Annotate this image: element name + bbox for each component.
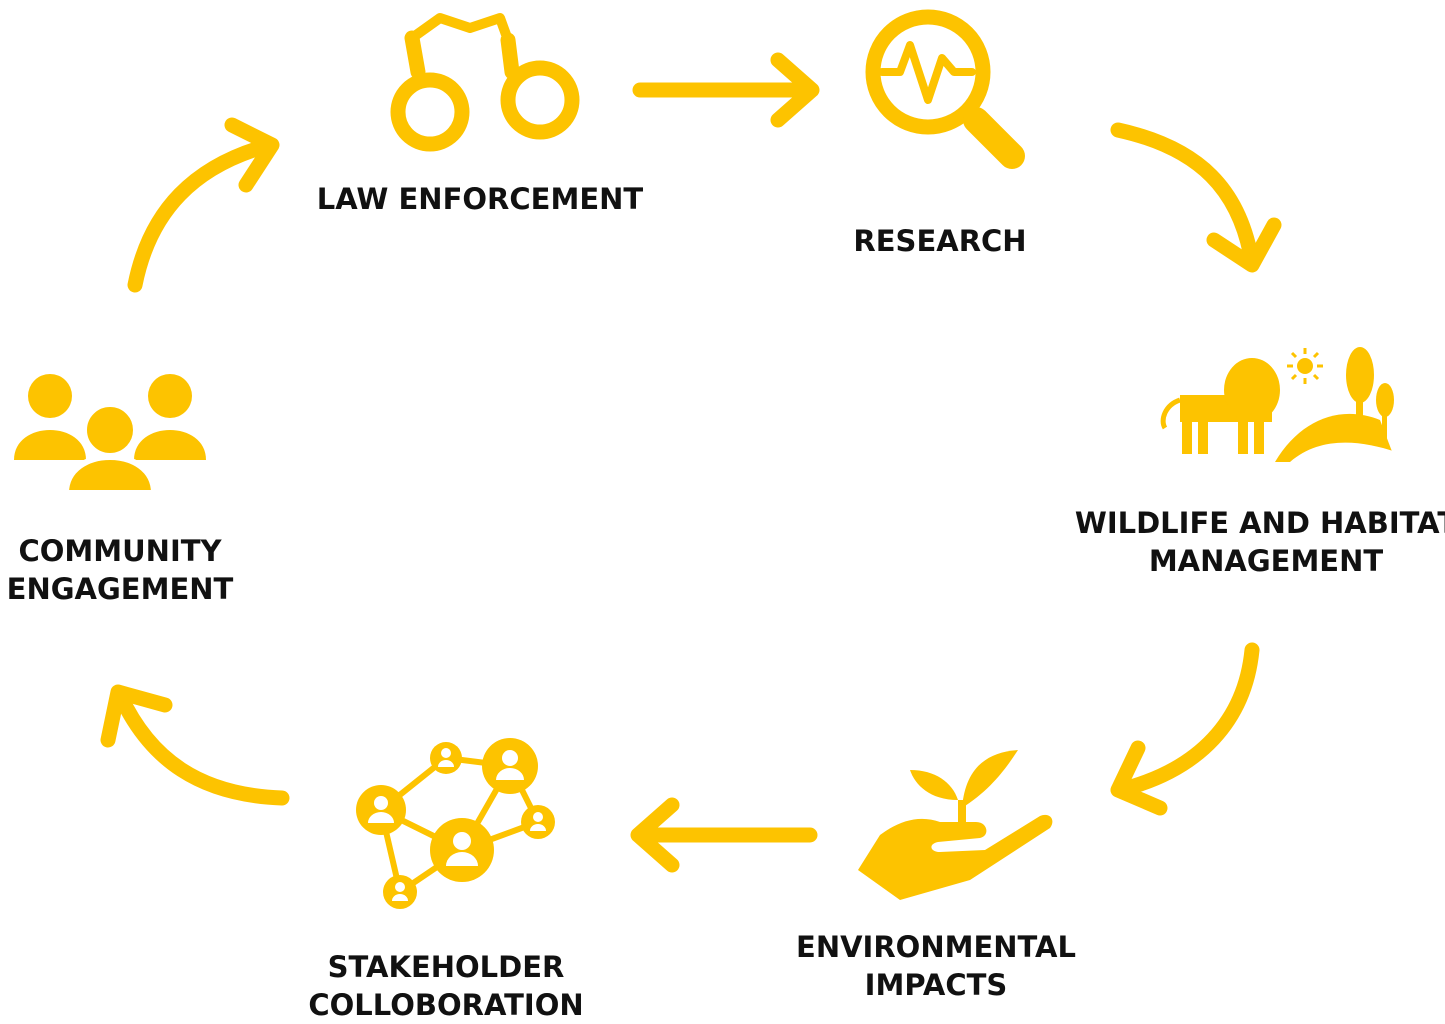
label-line: ENGAGEMENT	[6, 572, 234, 606]
label-line: MANAGEMENT	[1148, 544, 1384, 578]
arrow-environment-to-stakeholder	[630, 797, 818, 873]
network-people-icon	[356, 738, 555, 909]
label-line: RESEARCH	[853, 224, 1027, 258]
stage-label-wildlife-habitat: WILDLIFE AND HABITAT MANAGEMENT	[1075, 504, 1445, 580]
label-line: ENVIRONMENTAL	[796, 930, 1076, 964]
label-line: WILDLIFE AND HABITAT	[1074, 506, 1445, 540]
handcuffs-icon	[390, 13, 580, 152]
label-line: COMMUNITY	[18, 534, 222, 568]
arrow-wildlife-to-environment	[1110, 642, 1260, 816]
stage-label-stakeholder-collaboration: STAKEHOLDER COLLOBORATION	[308, 948, 583, 1024]
label-line: IMPACTS	[864, 968, 1008, 1002]
label-line: COLLOBORATION	[308, 988, 584, 1022]
stage-label-environmental-impacts: ENVIRONMENTAL IMPACTS	[796, 928, 1076, 1004]
stage-label-community-engagement: COMMUNITY ENGAGEMENT	[7, 532, 234, 608]
arrow-stakeholder-to-community	[100, 684, 290, 806]
label-line: STAKEHOLDER	[327, 950, 565, 984]
people-group-icon	[14, 374, 206, 496]
stage-label-research: RESEARCH	[853, 222, 1026, 260]
lion-landscape-icon	[1160, 347, 1396, 462]
stage-label-law-enforcement: LAW ENFORCEMENT	[317, 180, 643, 218]
hand-plant-icon	[858, 750, 1053, 900]
sun-rays	[1287, 348, 1323, 384]
arrow-community-to-law	[127, 117, 280, 293]
magnifier-pulse-icon	[865, 9, 1025, 169]
label-line: LAW ENFORCEMENT	[316, 182, 644, 216]
arrow-research-to-wildlife	[1110, 122, 1282, 273]
arrow-law-to-research	[632, 52, 820, 128]
